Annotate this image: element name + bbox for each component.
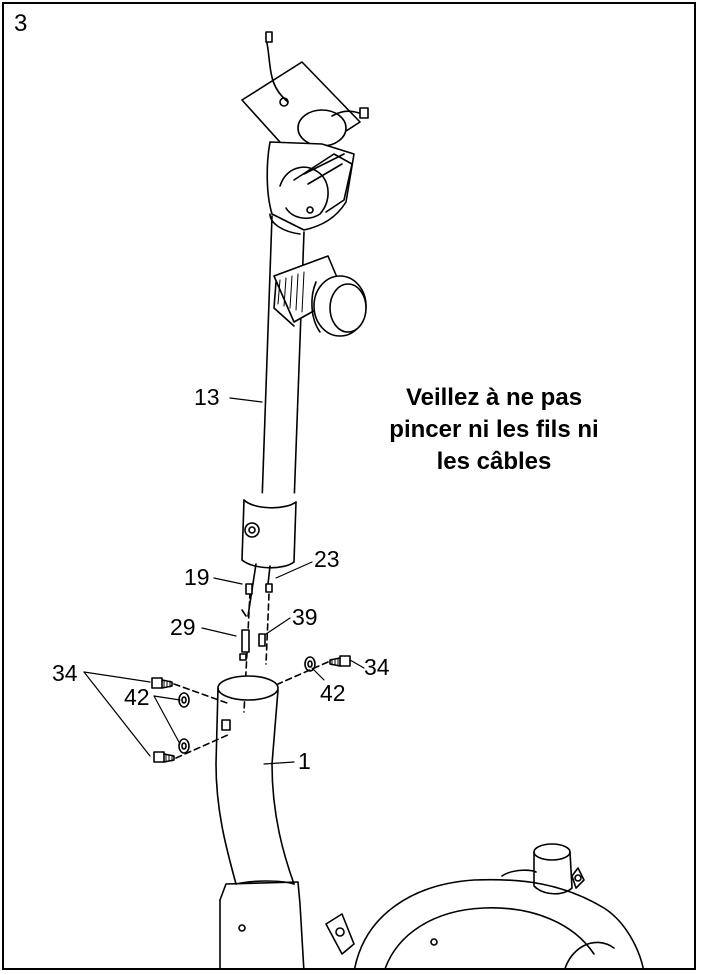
callout-34-left: 34 [52,660,78,686]
note-line-1: Veillez à ne pas [405,384,583,411]
left-upper-bolt [151,677,173,689]
frame-upright [215,675,305,968]
upper-upright-tube [241,141,355,569]
callout-42-right: 42 [320,680,346,706]
flywheel-cover [325,843,644,968]
assembly-illustration [83,31,644,968]
callout-42-left: 42 [124,684,150,710]
resistance-knob [273,255,367,337]
alignment-lines [173,661,329,759]
pinch-warning-note: Veillez à ne pas pincer ni les fils ni l… [359,382,629,478]
console-plate [241,31,369,163]
callout-23: 23 [314,546,340,572]
callout-29: 29 [170,614,196,640]
callout-34-right: 34 [364,654,390,680]
callout-1: 1 [298,748,311,774]
left-lower-bolt [153,751,175,763]
note-line-2: pincer ni les fils ni [389,416,599,443]
callout-19: 19 [184,564,210,590]
leader-lines [83,397,365,765]
step-number: 3 [14,10,28,37]
callout-13: 13 [194,384,220,410]
callout-39: 39 [292,604,318,630]
right-bolt [329,655,351,667]
washers [178,656,316,754]
note-line-3: les câbles [436,448,552,475]
